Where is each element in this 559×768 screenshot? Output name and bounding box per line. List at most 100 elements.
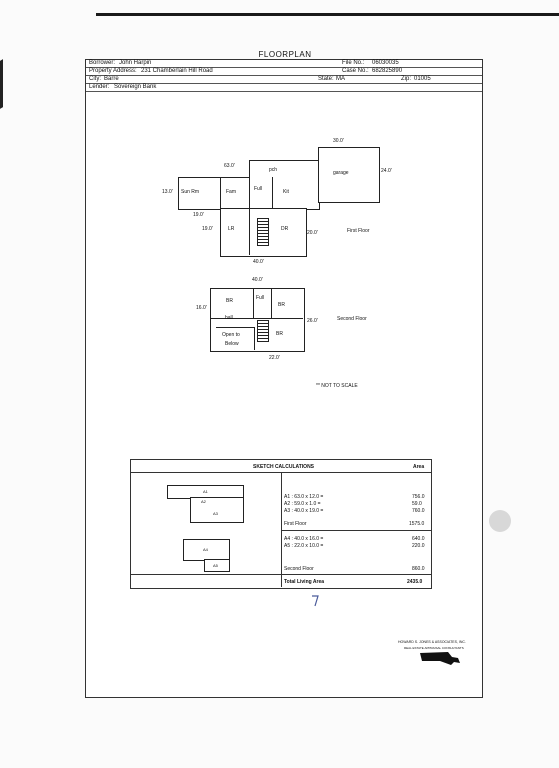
- case-no-label: Case No.:: [342, 68, 369, 74]
- first-floor-total-label: First Floor: [284, 521, 307, 527]
- room-label: garage: [333, 170, 349, 176]
- punch-hole: [489, 510, 511, 532]
- wall-line: [249, 177, 250, 208]
- case-no-value: 682825890: [372, 68, 403, 74]
- dim-label: 22.0': [269, 355, 280, 361]
- calc-value: 760.0: [412, 508, 425, 514]
- garage-outline: [318, 147, 380, 203]
- calc-line: A5 : 22.0 x 10.0 =: [284, 543, 324, 549]
- room-label: Fam: [226, 189, 236, 195]
- room-label: BR: [226, 298, 233, 304]
- room-label: Below: [225, 341, 239, 347]
- room-label: Full: [256, 295, 265, 301]
- company-logo: HOWARD S. JONES & ASSOCIATES, INC. REAL …: [398, 640, 478, 670]
- lender-label: Lender:: [89, 84, 110, 90]
- page-title: FLOORPLAN: [258, 50, 312, 59]
- borrower-value: John Harpin: [119, 60, 152, 66]
- dim-label: 20.0': [307, 230, 318, 236]
- shape-a3: [190, 497, 244, 523]
- sun-room-outline: [178, 177, 222, 210]
- city-value: Barre: [104, 76, 119, 82]
- header-row-divider: [86, 91, 482, 92]
- stairs-icon: [257, 218, 269, 246]
- massachusetts-map-icon: [420, 652, 460, 665]
- header-row-divider: [86, 75, 482, 76]
- shape-label: A3: [213, 511, 218, 516]
- table-divider: [281, 472, 282, 587]
- dim-label: 19.0': [202, 226, 213, 232]
- calc-line: A4 : 40.0 x 16.0 =: [284, 536, 324, 542]
- not-to-scale-note: ** NOT TO SCALE: [316, 383, 358, 389]
- dim-label: 24.0': [381, 168, 392, 174]
- borrower-label: Borrower:: [89, 60, 116, 66]
- file-no-value: 06030035: [372, 60, 399, 66]
- area-header: Area: [413, 464, 425, 470]
- sketch-title: SKETCH CALCULATIONS: [253, 464, 315, 470]
- calc-value: 640.0: [412, 536, 425, 542]
- zip-value: 01005: [414, 76, 431, 82]
- room-label: Full: [254, 186, 263, 192]
- shape-a5: [204, 559, 230, 572]
- state-value: MA: [336, 76, 345, 82]
- room-label: LR: [228, 226, 235, 232]
- header-row-divider: [86, 83, 482, 84]
- calc-line: A2 : 59.0 x 1.0 =: [284, 501, 321, 507]
- second-floor-total-label: Second Floor: [284, 566, 314, 572]
- lender-value: Sovereign Bank: [114, 84, 157, 90]
- table-divider: [281, 530, 431, 531]
- room-label: BR: [278, 302, 285, 308]
- address-label: Property Address:: [89, 68, 137, 74]
- handwritten-mark: [312, 595, 319, 607]
- shape-label: A1: [203, 489, 208, 494]
- floor-label: Second Floor: [337, 316, 367, 322]
- address-value: 231 Chamberlain Hill Road: [141, 68, 213, 74]
- second-floor-total: 860.0: [412, 566, 425, 572]
- wall-line: [254, 327, 255, 350]
- dim-label: 30.0': [333, 138, 344, 144]
- room-label: Sun Rm: [181, 189, 200, 195]
- calc-line: A1 : 63.0 x 12.0 =: [284, 494, 324, 500]
- shape-label: A2: [201, 499, 206, 504]
- floor-label: First Floor: [347, 228, 370, 234]
- zip-label: Zip:: [401, 76, 412, 82]
- dim-label: 40.0': [252, 277, 263, 283]
- wall-line: [271, 288, 272, 318]
- room-label: pch: [269, 167, 278, 173]
- dim-label: 26.0': [307, 318, 318, 324]
- header-row-divider: [86, 67, 482, 68]
- calc-value: 220.0: [412, 543, 425, 549]
- total-living-area-label: Total Living Area: [284, 579, 325, 585]
- company-name: HOWARD S. JONES & ASSOCIATES, INC.: [398, 640, 466, 644]
- state-label: State:: [318, 76, 334, 82]
- room-label: DR: [281, 226, 289, 232]
- wall-line: [272, 177, 273, 208]
- total-living-area: 2435.0: [407, 579, 423, 585]
- first-floor-total: 1575.0: [409, 521, 425, 527]
- wall-line: [210, 318, 303, 319]
- dim-label: 16.0': [196, 305, 207, 311]
- sketch-calculations-table: SKETCH CALCULATIONS Area A1 A2 A3 A4 A5 …: [130, 459, 432, 589]
- room-label: hall: [225, 315, 233, 321]
- file-no-label: File No.:: [342, 60, 365, 66]
- shape-label: A5: [213, 563, 218, 568]
- wall-line: [249, 208, 250, 255]
- dim-label: 13.0': [162, 189, 173, 195]
- dim-label: 63.0': [224, 163, 235, 169]
- calc-line: A3 : 40.0 x 19.0 =: [284, 508, 324, 514]
- company-tagline: REAL ESTATE APPRAISAL CONSULTANTS: [404, 646, 464, 650]
- scan-edge-line: [96, 13, 559, 16]
- stairs-icon: [257, 320, 269, 342]
- wall-line: [253, 288, 254, 318]
- dim-label: 19.0': [193, 212, 204, 218]
- calc-value: 756.0: [412, 494, 425, 500]
- dim-label: 40.0': [253, 259, 264, 265]
- room-label: BR: [276, 331, 283, 337]
- wall-line: [216, 327, 254, 328]
- room-label: Open to: [222, 332, 240, 338]
- shape-label: A4: [203, 547, 208, 552]
- calc-value: 59.0: [412, 501, 422, 507]
- city-label: City:: [89, 76, 101, 82]
- room-label: Kit: [283, 189, 289, 195]
